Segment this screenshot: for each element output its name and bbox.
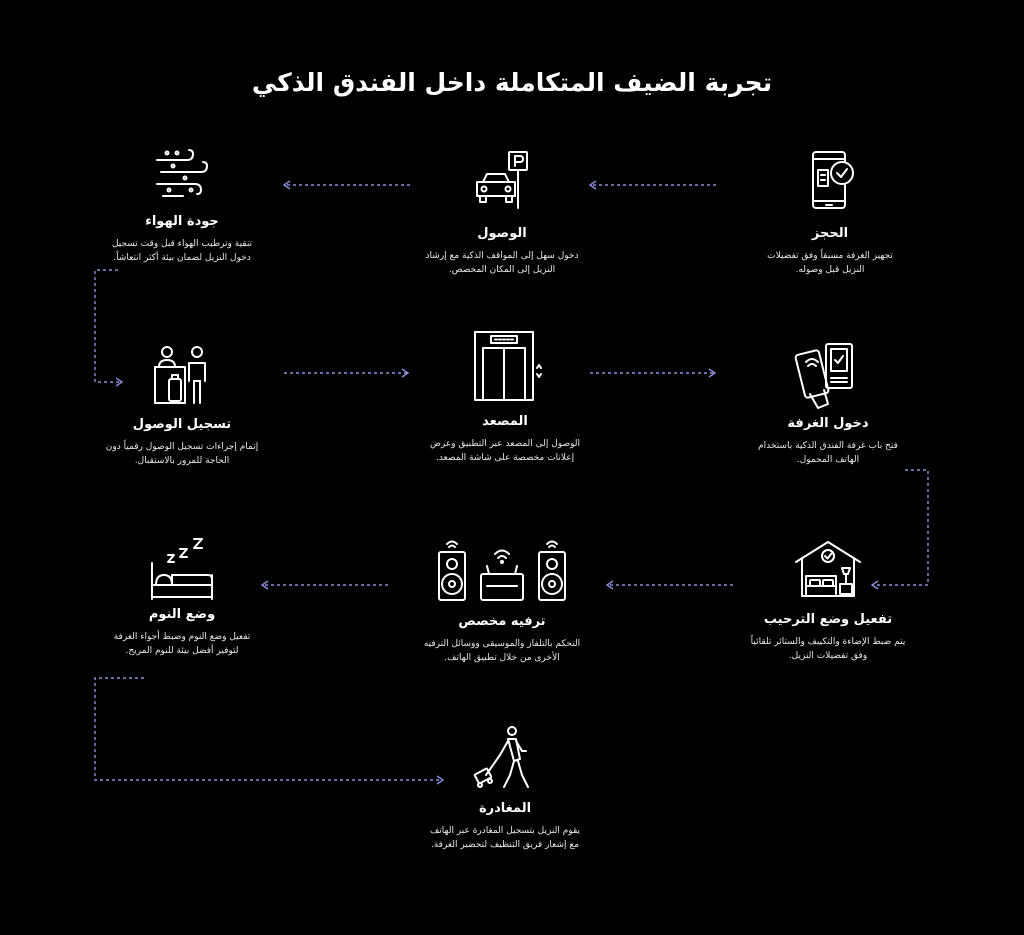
step-description: تفعيل وضع النوم وضبط أجواء الغرفة لتوفير… [113, 632, 251, 656]
step-name: جودة الهواء [145, 214, 219, 229]
step-booking: الحجز تجهيز الغرفة مسبقاً وفق تفضيلات ال… [730, 150, 930, 277]
sleep-mode-icon [151, 538, 213, 600]
arrow-air-quality-to-check-in [94, 269, 124, 387]
step-name: الحجز [811, 226, 849, 241]
step-description: تنقية وترطيب الهواء قبل وقت تسجيل دخول ا… [111, 239, 253, 263]
step-name: المغادرة [478, 801, 532, 816]
step-description: إتمام إجراءات تسجيل الوصول رقمياً دون ال… [105, 442, 259, 466]
step-name: تسجيل الوصول [132, 417, 232, 432]
step-welcome-mode: تفعيل وضع الترحيب يتم ضبط الإضاءة والتكي… [728, 538, 928, 663]
step-description: فتح باب غرفة الفندق الذكية باستخدام الها… [758, 441, 898, 465]
step-entertainment: ترفيه مخصص التحكم بالتلفاز والموسيقى ووس… [402, 538, 602, 665]
step-description: الوصول إلى المصعد عبر التطبيق وعرض إعلان… [430, 439, 580, 463]
elevator-icon [474, 331, 542, 401]
step-checkout: المغادرة يقوم النزيل بتسجيل المغادرة عبر… [405, 725, 605, 852]
step-name: وضع النوم [148, 607, 216, 622]
arrow-sleep-mode-to-checkout [94, 677, 445, 785]
step-check-in: تسجيل الوصول إتمام إجراءات تسجيل الوصول … [82, 345, 282, 468]
arrow-room-entry-to-welcome-mode [870, 469, 929, 590]
step-name: الوصول [477, 226, 527, 241]
step-name: ترفيه مخصص [458, 614, 546, 629]
phone-check-icon [812, 151, 854, 209]
step-name: تفعيل وضع الترحيب [763, 612, 893, 627]
step-room-entry: دخول الغرفة فتح باب غرفة الفندق الذكية ب… [728, 342, 928, 467]
step-description: يتم ضبط الإضاءة والتكييف والستائر تلقائي… [750, 637, 906, 661]
step-name: المصعد [482, 414, 528, 429]
page-title: تجربة الضيف المتكاملة داخل الفندق الذكي [251, 68, 773, 97]
step-description: يقوم النزيل بتسجيل المغادرة عبر الهاتف م… [429, 826, 581, 850]
checkout-icon [473, 726, 529, 788]
phone-door-icon [794, 343, 853, 409]
step-elevator: المصعد الوصول إلى المصعد عبر التطبيق وعر… [405, 330, 605, 465]
step-air-quality: جودة الهواء تنقية وترطيب الهواء قبل وقت … [82, 148, 282, 265]
air-quality-icon [156, 149, 209, 197]
step-description: دخول سهل إلى المواقف الذكية مع إرشاد الن… [425, 251, 579, 275]
check-in-icon [154, 346, 206, 404]
step-name: دخول الغرفة [787, 416, 869, 431]
step-description: تجهيز الغرفة مسبقاً وفق تفضيلات النزيل ق… [767, 251, 893, 275]
entertainment-icon [438, 540, 566, 601]
step-sleep-mode: وضع النوم تفعيل وضع النوم وضبط أجواء الغ… [82, 535, 282, 658]
step-arrival: الوصول دخول سهل إلى المواقف الذكية مع إر… [402, 150, 602, 277]
welcome-mode-icon [795, 541, 861, 597]
step-description: التحكم بالتلفاز والموسيقى ووسائل الترفيه… [423, 639, 581, 663]
car-parking-icon [476, 151, 528, 209]
